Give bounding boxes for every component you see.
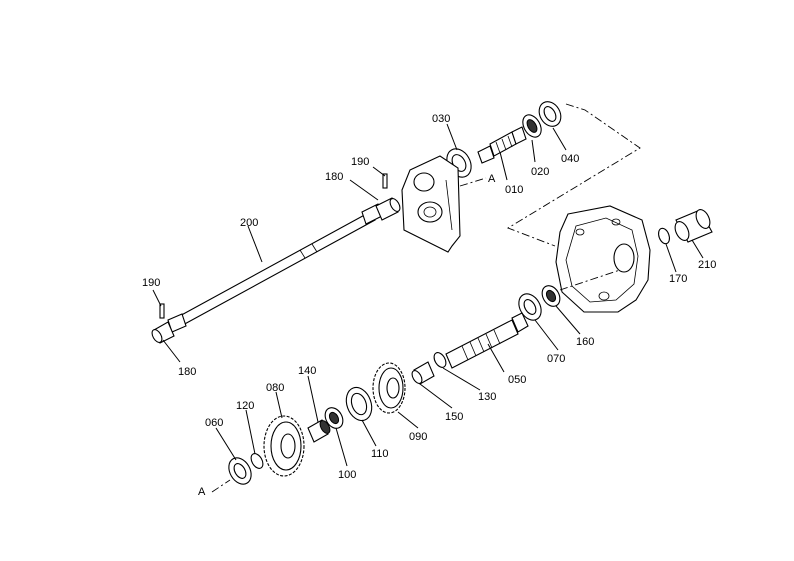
part-labels: 030 010 020 040 190 180 200 190 180 050 … — [142, 113, 716, 481]
label-120: 120 — [236, 400, 254, 412]
shaft-010 — [477, 126, 527, 164]
label-190-bottom: 190 — [142, 277, 160, 289]
ring-170 — [658, 227, 670, 245]
label-040: 040 — [561, 153, 579, 165]
bearing-holder-bracket — [401, 155, 461, 253]
ref-a-line-bottom — [211, 479, 231, 493]
pin-190-bottom — [159, 303, 165, 319]
label-050: 050 — [508, 374, 526, 386]
washer-120 — [250, 453, 264, 469]
label-150: 150 — [445, 411, 463, 423]
label-030: 030 — [432, 113, 450, 125]
gear-080 — [263, 415, 305, 477]
label-130: 130 — [478, 391, 496, 403]
axis-line-right — [559, 269, 621, 291]
label-020: 020 — [531, 166, 549, 178]
label-170: 170 — [669, 273, 687, 285]
label-100: 100 — [338, 469, 356, 481]
leader-lines — [152, 123, 704, 467]
group-boundary-line — [506, 103, 641, 247]
label-210: 210 — [698, 259, 716, 271]
bearing-110 — [345, 386, 373, 422]
transmission-housing — [555, 205, 651, 313]
needle-bearing-140 — [307, 419, 331, 443]
label-010: 010 — [505, 184, 523, 196]
label-090: 090 — [409, 431, 427, 443]
shaft-200 — [167, 203, 383, 333]
collar-180-top — [375, 197, 401, 221]
bearing-040 — [538, 101, 562, 127]
ref-label-a-bottom: A — [198, 486, 206, 498]
bearing-020 — [522, 114, 542, 138]
washer-130 — [433, 352, 447, 368]
label-060: 060 — [205, 417, 223, 429]
label-070: 070 — [547, 353, 565, 365]
label-180-top: 180 — [325, 171, 343, 183]
label-140: 140 — [298, 365, 316, 377]
ref-a-line-top — [459, 177, 487, 187]
pin-190-top — [382, 173, 388, 189]
gear-090 — [372, 362, 406, 414]
label-180-bottom: 180 — [178, 366, 196, 378]
shaft-050 — [445, 312, 529, 369]
collar-180-bottom — [151, 321, 175, 344]
label-160: 160 — [576, 336, 594, 348]
label-190-top: 190 — [351, 156, 369, 168]
bushing-150 — [411, 361, 435, 385]
ref-label-a-top: A — [488, 173, 496, 185]
bearing-070 — [518, 293, 542, 321]
label-200: 200 — [240, 217, 258, 229]
label-110: 110 — [371, 448, 389, 460]
bearing-060 — [228, 457, 252, 485]
bearing-100 — [324, 407, 344, 429]
sleeve-210 — [674, 209, 713, 243]
label-080: 080 — [266, 382, 284, 394]
bearing-160 — [541, 285, 561, 307]
